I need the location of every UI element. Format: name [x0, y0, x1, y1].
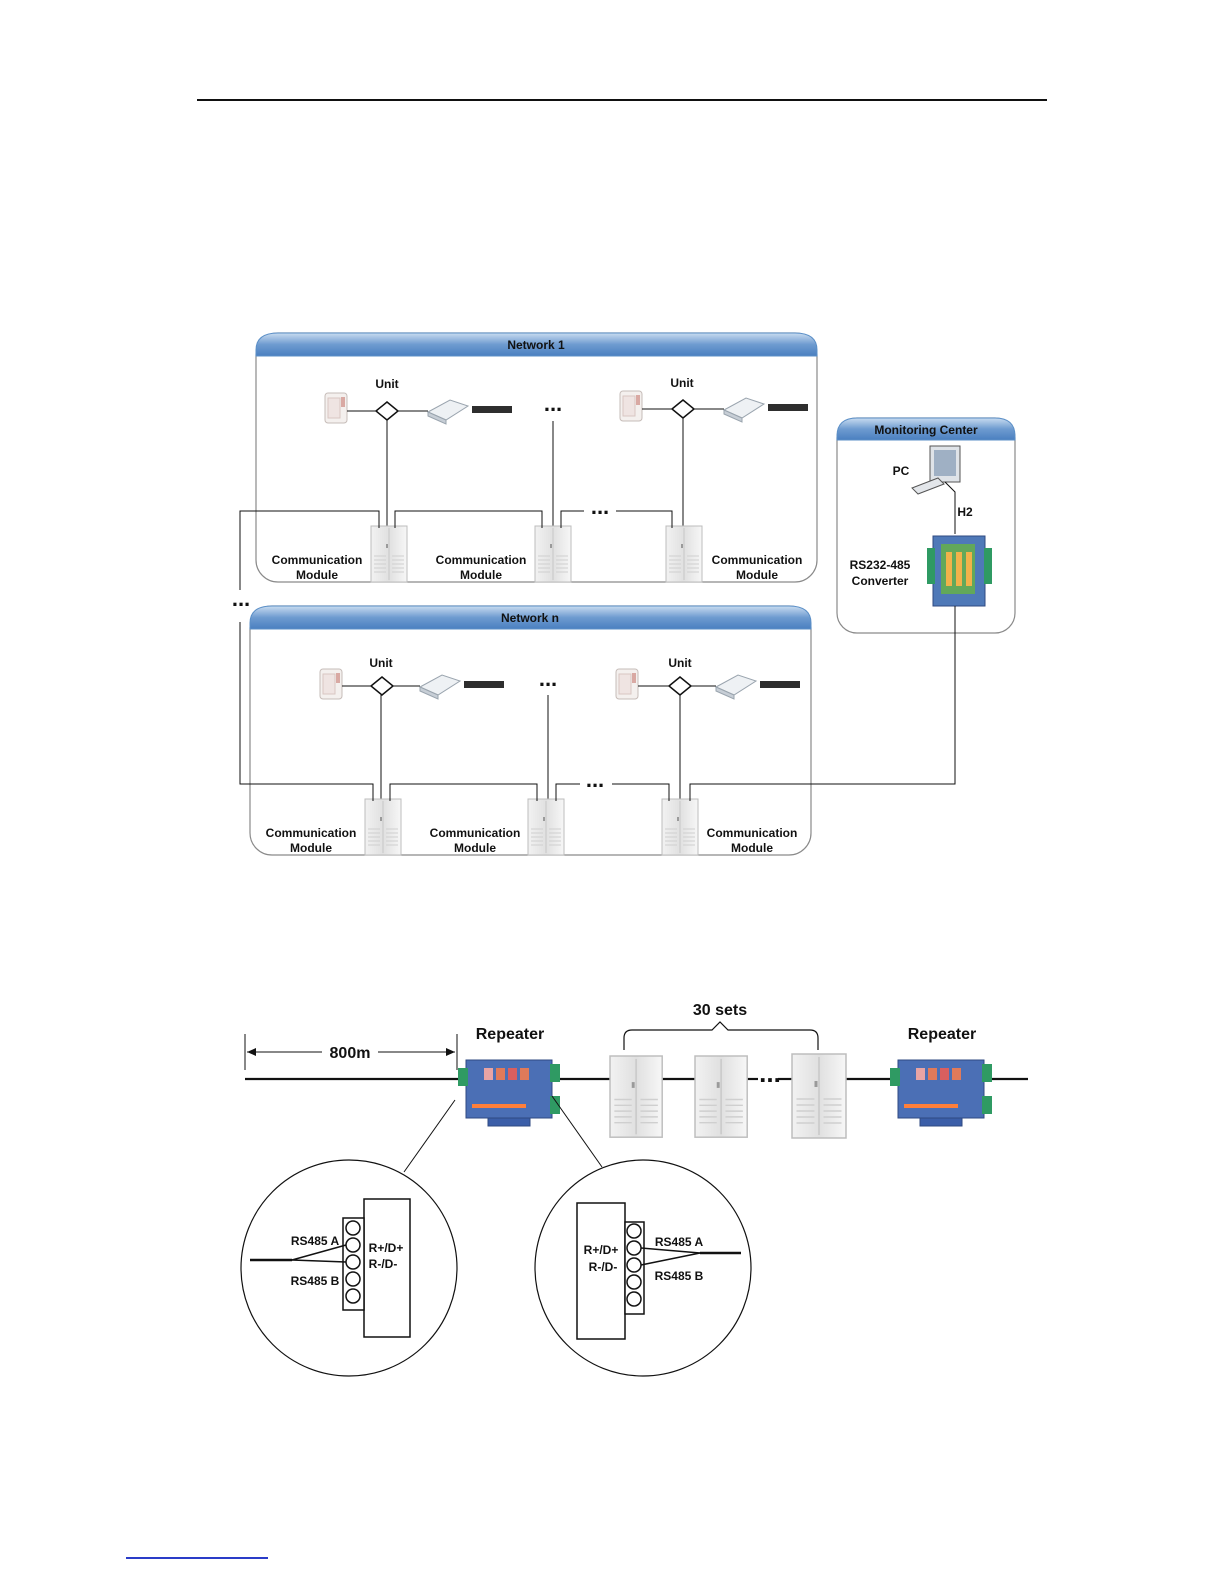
- network-n-units: Unit Unit ... ... Communication Module C…: [266, 656, 801, 856]
- communication-module-icon: [694, 1055, 748, 1138]
- header-rule: [197, 99, 1047, 101]
- ellipsis: ...: [586, 767, 604, 792]
- monitoring-center-panel: Monitoring Center: [836, 417, 1016, 634]
- communication-module-icon: [791, 1053, 847, 1139]
- communication-module-icon: [364, 798, 402, 856]
- module-label: Communication: [712, 553, 803, 567]
- repeater-icon: [457, 1059, 561, 1127]
- module-label: Communication: [436, 553, 527, 567]
- outdoor-unit-icon: [324, 392, 348, 424]
- module-label: Module: [731, 841, 773, 855]
- network-n-title: Network n: [501, 611, 559, 625]
- pc-icon: [911, 445, 961, 495]
- distance-label: 800m: [330, 1045, 371, 1062]
- terminal-label: R-/D-: [369, 1257, 398, 1271]
- module-label: Communication: [266, 826, 357, 840]
- ellipsis: ...: [759, 1058, 781, 1088]
- network-1-title: Network 1: [507, 338, 565, 352]
- ellipsis: ...: [539, 666, 557, 691]
- module-label: Module: [296, 568, 338, 582]
- wire-label: RS485 A: [291, 1234, 340, 1248]
- repeater-icon: [889, 1059, 993, 1127]
- module-label: Communication: [430, 826, 521, 840]
- ellipsis: ...: [544, 391, 562, 416]
- unit-label: Unit: [668, 656, 691, 670]
- module-label: Module: [736, 568, 778, 582]
- repeater-label: Repeater: [908, 1026, 976, 1043]
- repeater-diagram: 800m Repeater Repeater 30 sets ...: [240, 1002, 1028, 1377]
- module-label: Module: [290, 841, 332, 855]
- monitoring-center-contents: PC H2 RS232-485 Converter: [689, 445, 992, 801]
- communication-module-icon: [527, 798, 565, 856]
- footer-rule: [126, 1557, 268, 1559]
- terminal-label: R-/D-: [589, 1260, 618, 1274]
- converter-label: Converter: [852, 574, 909, 588]
- unit-label: Unit: [375, 377, 398, 391]
- unit-label: Unit: [670, 376, 693, 390]
- network-1-units: Unit Unit ... ... Communication Module C…: [272, 376, 809, 583]
- ellipsis: ...: [232, 586, 250, 611]
- communication-module-icon: [665, 525, 703, 583]
- converter-label: RS232-485: [850, 558, 911, 572]
- link-label: H2: [957, 505, 973, 519]
- outdoor-unit-icon: [615, 668, 639, 700]
- outdoor-unit-icon: [319, 668, 343, 700]
- pc-label: PC: [893, 464, 910, 478]
- communication-module-icon: [534, 525, 572, 583]
- module-label: Communication: [272, 553, 363, 567]
- unit-label: Unit: [369, 656, 392, 670]
- wire-label: RS485 B: [655, 1269, 704, 1283]
- module-label: Module: [460, 568, 502, 582]
- communication-module-icon: [609, 1055, 663, 1138]
- sets-label: 30 sets: [693, 1002, 747, 1019]
- wire-label: RS485 A: [655, 1235, 704, 1249]
- module-label: Module: [454, 841, 496, 855]
- communication-module-icon: [370, 525, 408, 583]
- module-label: Communication: [707, 826, 798, 840]
- terminal-label: R+/D+: [584, 1243, 619, 1257]
- network-link-left: ...: [232, 510, 380, 801]
- monitoring-center-title: Monitoring Center: [874, 423, 978, 437]
- network-1-panel: Network 1: [255, 332, 818, 583]
- wire-label: RS485 B: [291, 1274, 340, 1288]
- terminal-label: R+/D+: [369, 1241, 404, 1255]
- ellipsis: ...: [591, 494, 609, 519]
- communication-module-icon: [661, 798, 699, 856]
- outdoor-unit-icon: [619, 390, 643, 422]
- rs232-485-converter-icon: [927, 535, 992, 607]
- repeater-label: Repeater: [476, 1026, 544, 1043]
